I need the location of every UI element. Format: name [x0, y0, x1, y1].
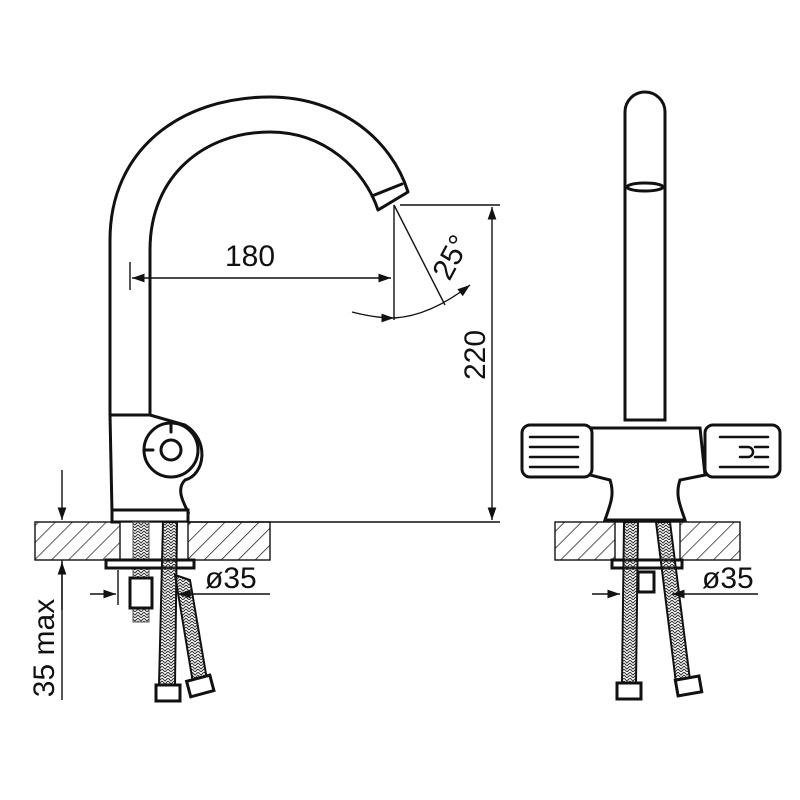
countertop-max-label: 35 max	[28, 599, 61, 697]
hose-3	[620, 521, 640, 684]
hole-diameter-right: ø35	[702, 562, 754, 595]
side-view: 180 220 25° 35 max ø35	[28, 95, 500, 703]
mounting-nut-plate	[104, 558, 196, 570]
base-plate	[110, 508, 190, 524]
reach-label: 180	[225, 240, 275, 273]
spout	[108, 95, 410, 417]
spout-tube	[623, 90, 667, 422]
mounting-nut-plate-front	[610, 558, 684, 570]
hole-diameter-left: ø35	[205, 562, 257, 595]
hose-2	[173, 573, 209, 685]
front-view: ø35	[520, 90, 782, 701]
handle-left	[520, 423, 594, 479]
angle-label: 25°	[426, 230, 476, 286]
height-label: 220	[459, 330, 492, 380]
hose-1	[157, 521, 179, 686]
mounting-nut	[128, 576, 154, 610]
handle-right	[703, 423, 782, 479]
faucet-body-front	[588, 426, 707, 522]
